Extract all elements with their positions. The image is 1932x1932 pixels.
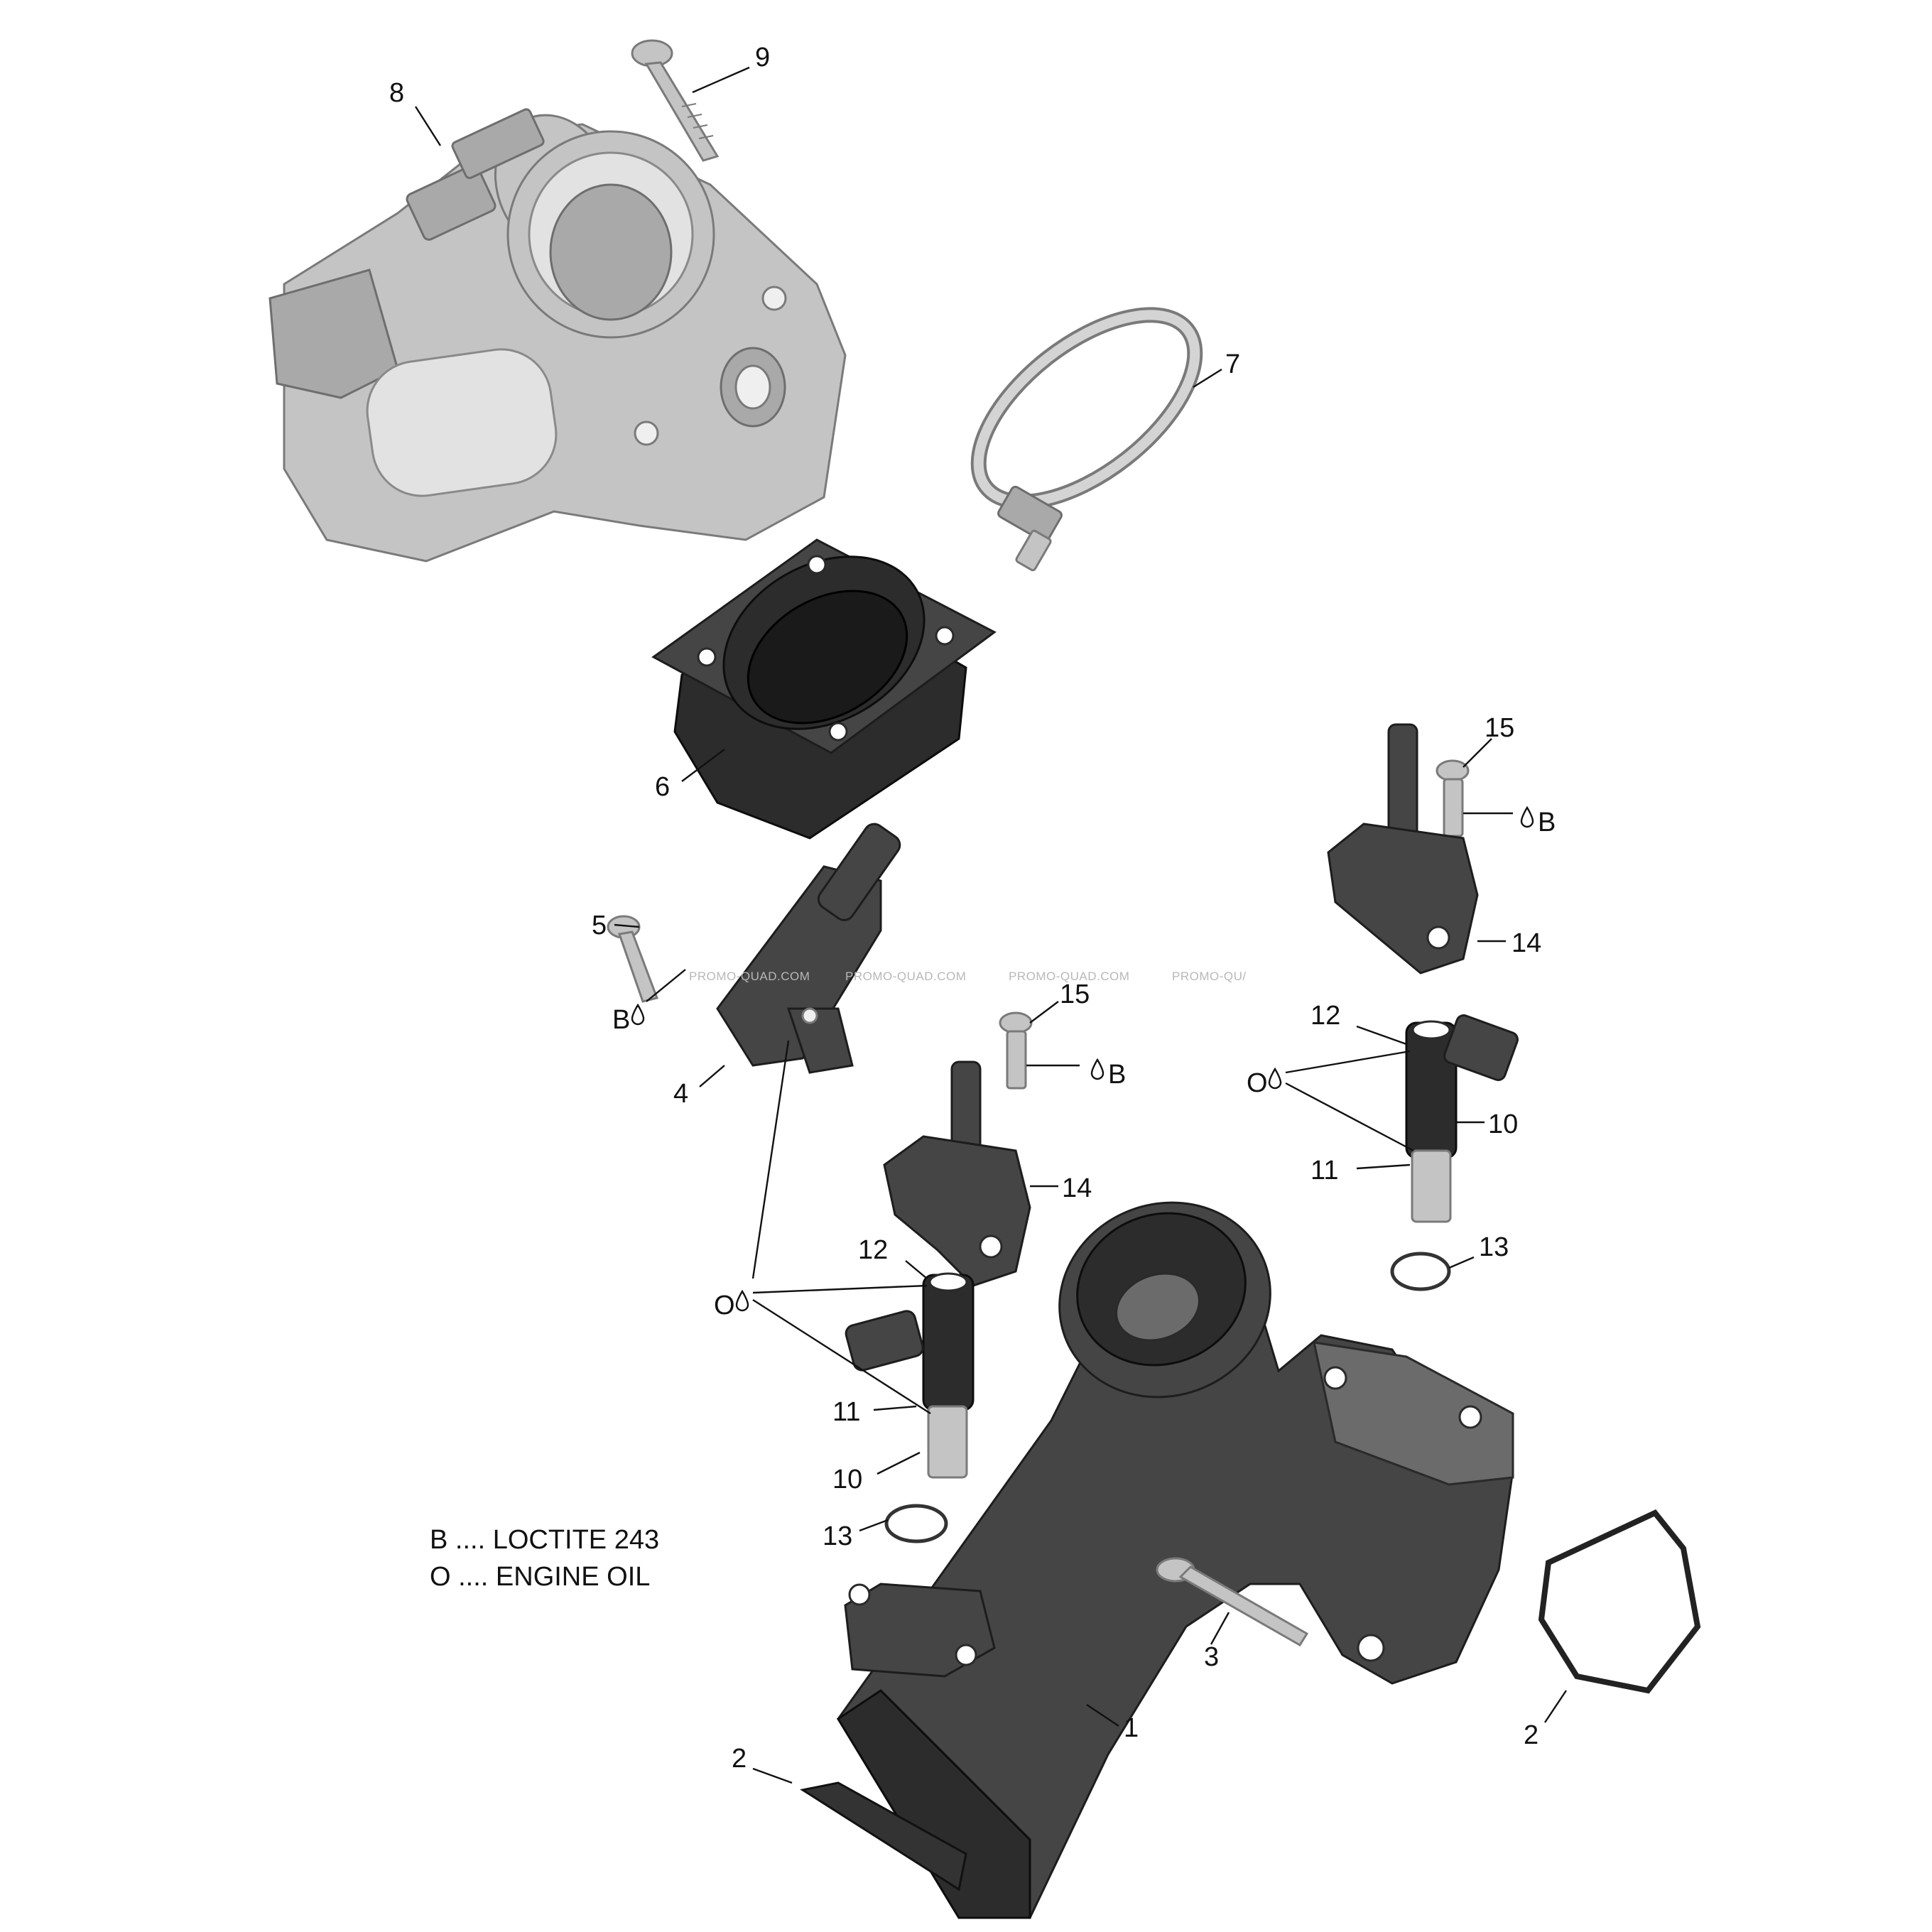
part-15-screw-right [1436, 759, 1470, 837]
oil-letter-right: O [1247, 1068, 1268, 1098]
part-4-sensor [716, 823, 901, 1074]
watermark-text-2: PROMO-QUAD.COM [845, 970, 966, 983]
watermark-text-3: PROMO-QUAD.COM [1009, 970, 1129, 983]
callout-3: 3 [1204, 1642, 1219, 1672]
part-8-throttle-body [268, 108, 847, 563]
watermark: PROMO-QUAD.COM PROMO-QUAD.COM PROMO-QUAD… [689, 970, 1247, 983]
callout-11-left: 11 [832, 1397, 860, 1427]
callout-15-left: 15 [1060, 979, 1090, 1009]
callout-10-left: 10 [832, 1465, 862, 1494]
watermark-text-4: PROMO-QU/ [1172, 970, 1247, 983]
part-2-gasket-bottom [800, 1781, 967, 1892]
callout-2-right: 2 [1524, 1720, 1538, 1750]
part-1-intake-manifold [836, 1201, 1514, 1919]
part-7-hose-clamp [970, 307, 1203, 572]
loctite-letter-left: B [1108, 1060, 1126, 1090]
callout-2-bottom: 2 [732, 1744, 747, 1774]
callout-4: 4 [673, 1079, 688, 1109]
callout-14-right: 14 [1512, 928, 1541, 958]
drop-icon-loctite-5 [631, 1003, 645, 1026]
leader-lines [414, 66, 1567, 1784]
oil-letter-left: O [714, 1291, 735, 1320]
loctite-letter-right: B [1538, 808, 1556, 837]
part-6-adapter [651, 538, 997, 840]
callout-8: 8 [389, 78, 404, 108]
drop-icons [631, 805, 1534, 1312]
part-14-fuel-fitting-left [883, 1060, 1031, 1287]
legend-oil: O .... ENGINE OIL [430, 1562, 650, 1592]
drop-icon-oil-right [1268, 1067, 1282, 1090]
part-14-fuel-fitting-right [1327, 723, 1479, 975]
drop-icon-loctite-left [1090, 1058, 1105, 1080]
drop-icon-oil-left [735, 1289, 749, 1312]
legend: B .... LOCTITE 243 O .... ENGINE OIL [430, 1525, 659, 1592]
callout-13-right: 13 [1479, 1232, 1509, 1262]
callout-11-right: 11 [1310, 1156, 1338, 1185]
callout-6: 6 [655, 772, 670, 802]
part-10-injector-right [1405, 1014, 1519, 1223]
callout-10-right: 10 [1488, 1109, 1518, 1139]
callout-14-left: 14 [1062, 1173, 1092, 1203]
callout-13-left: 13 [823, 1521, 852, 1551]
watermark-text-1: PROMO-QUAD.COM [689, 970, 810, 983]
part-3-screw [1156, 1557, 1309, 1647]
drop-icon-loctite-right [1520, 805, 1534, 828]
callout-9: 9 [755, 43, 770, 72]
symbol-letters: B B B O O [612, 808, 1556, 1320]
callout-15-right: 15 [1485, 713, 1514, 743]
part-2-gasket-right [1538, 1509, 1701, 1694]
part-13-oring-left [884, 1504, 948, 1543]
part-15-screw-left [999, 1011, 1033, 1090]
callout-numbers: 8 9 7 6 5 4 15 14 15 14 12 10 11 13 12 1… [389, 43, 1541, 1774]
callout-12-right: 12 [1310, 1001, 1340, 1031]
part-10-injector-left [845, 1272, 975, 1479]
callout-12-left: 12 [858, 1235, 888, 1265]
legend-loctite: B .... LOCTITE 243 [430, 1525, 659, 1555]
part-13-oring-right [1390, 1252, 1451, 1291]
part-9-screw [631, 39, 720, 162]
callout-1: 1 [1124, 1713, 1139, 1743]
callout-7: 7 [1225, 349, 1240, 379]
loctite-letter-5: B [612, 1005, 630, 1035]
callout-5: 5 [592, 911, 607, 940]
part-5-screw [607, 915, 658, 1003]
